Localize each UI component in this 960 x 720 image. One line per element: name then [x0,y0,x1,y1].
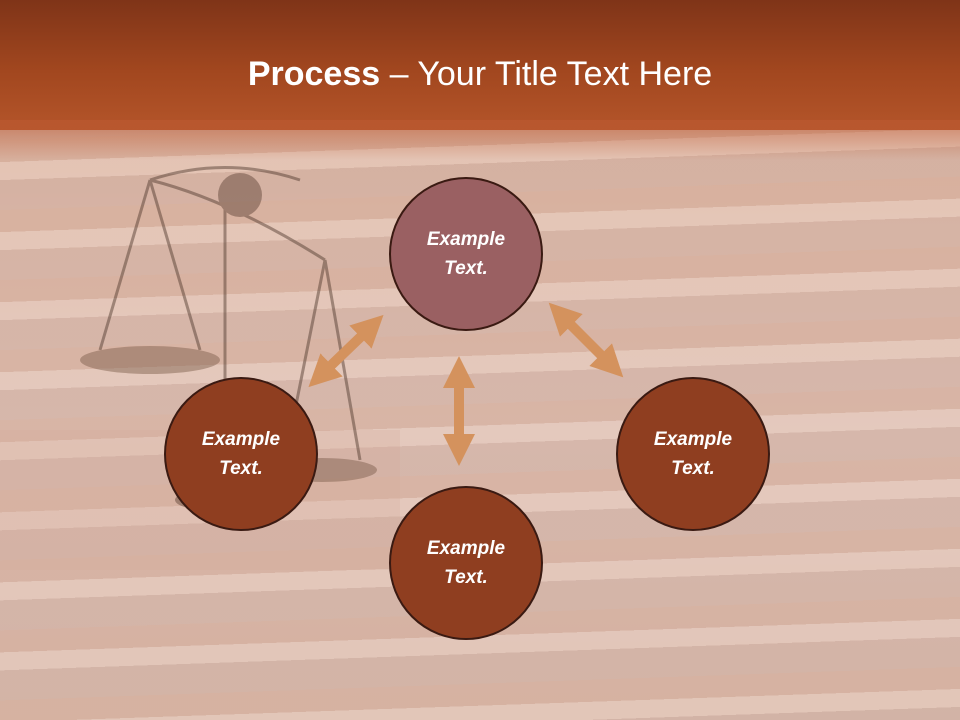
node-line: Example [426,229,506,250]
node-line: Example [426,538,506,559]
title-band-fade [0,120,960,160]
arrow-top-right [548,302,624,378]
node-line: Text. [219,458,263,479]
title-rest: – Your Title Text Here [380,55,713,93]
node-line: Example [653,429,733,450]
arrow-top-left [308,314,384,388]
title-bold: Process [247,55,381,93]
title-band [0,0,960,130]
page-title: Process – Your Title Text Here [0,52,960,96]
node-line: Text. [671,458,715,479]
node-line: Text. [444,258,488,279]
node-line: Text. [444,567,488,588]
node-line: Example [201,429,281,450]
